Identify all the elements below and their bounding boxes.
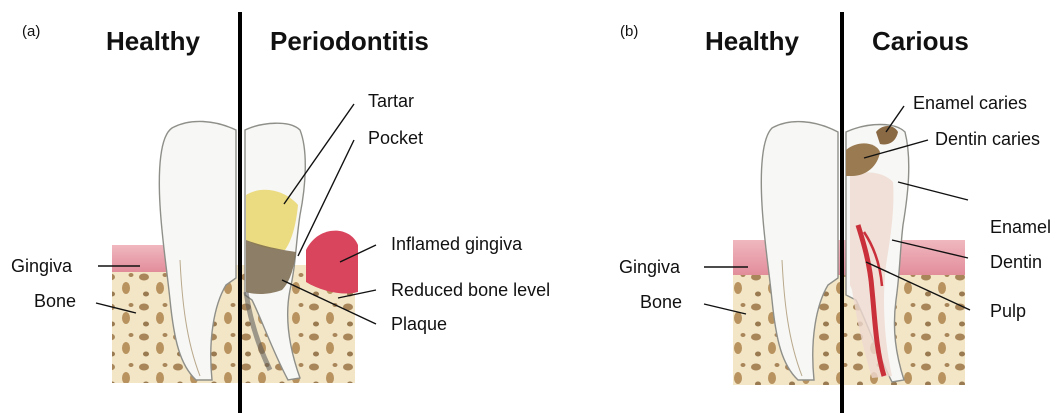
panel-a-illustration <box>112 121 358 383</box>
label-a-tartar: Tartar <box>368 91 414 111</box>
panel-b-heading-healthy: Healthy <box>705 26 799 56</box>
panel-a-heading-periodontitis: Periodontitis <box>270 26 429 56</box>
label-b-dentin: Dentin <box>990 252 1042 272</box>
label-b-pulp: Pulp <box>990 301 1026 321</box>
panel-b: (b) Healthy Carious Gingiva Bone <box>619 12 1051 413</box>
label-a-inflamed-gingiva: Inflamed gingiva <box>391 234 523 254</box>
label-a-gingiva: Gingiva <box>11 256 73 276</box>
label-a-pocket: Pocket <box>368 128 423 148</box>
label-b-gingiva: Gingiva <box>619 257 681 277</box>
panel-b-tag: (b) <box>620 23 638 40</box>
panel-a-gingiva-inflamed <box>306 231 358 294</box>
panel-b-illustration <box>733 122 965 385</box>
label-b-bone: Bone <box>640 292 682 312</box>
label-b-enamel: Enamel <box>990 217 1051 237</box>
panel-a: (a) Healthy Periodontitis Gingiva <box>11 12 550 413</box>
panel-a-heading-healthy: Healthy <box>106 26 200 56</box>
panel-a-tag: (a) <box>22 23 40 40</box>
label-a-reduced-bone-level: Reduced bone level <box>391 280 550 300</box>
leader-b-enamel <box>898 182 968 200</box>
label-b-enamel-caries: Enamel caries <box>913 93 1027 113</box>
label-b-dentin-caries: Dentin caries <box>935 129 1040 149</box>
label-a-bone: Bone <box>34 291 76 311</box>
panel-b-heading-carious: Carious <box>872 26 969 56</box>
label-a-plaque: Plaque <box>391 314 447 334</box>
